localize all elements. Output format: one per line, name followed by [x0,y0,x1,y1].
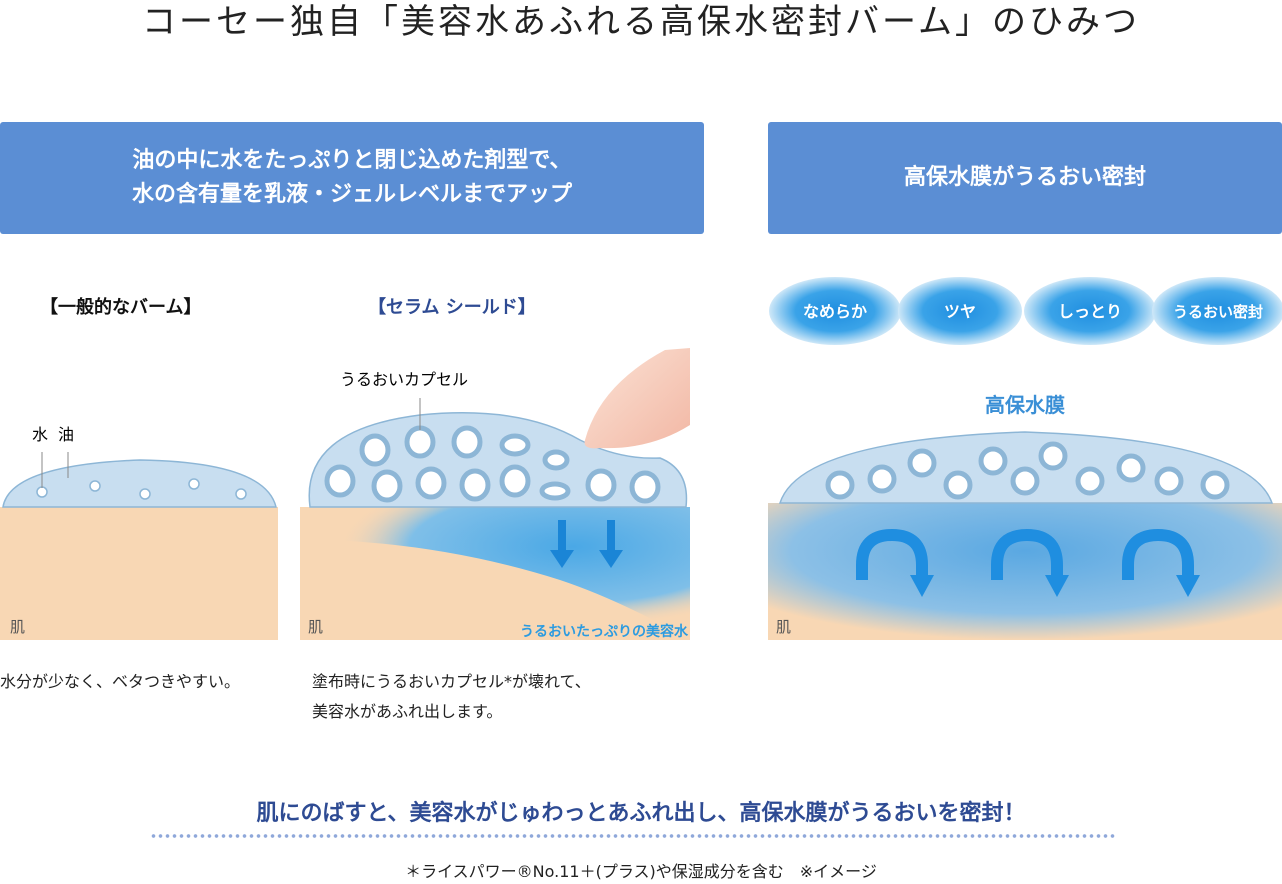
footnote: ＊ライスパワー®No.11＋(プラス)や保湿成分を含む ※イメージ [405,862,877,881]
skin-label: 肌 [776,618,791,636]
skin-layer [0,507,278,640]
skin-layer [768,503,1282,640]
serum-caption-line1: 塗布時にうるおいカプセル*が壊れて、 [312,672,591,691]
oil-label: 油 [58,425,74,444]
finger [584,348,690,449]
benefit-bubbles: なめらか ツヤ しっとり うるおい密封 [769,277,1282,345]
capsule-label: うるおいカプセル [340,370,468,389]
general-balm-diagram: 水 油 肌 [0,425,278,640]
bottom-message: 肌にのばすと、美容水がじゅわっとあふれ出し、高保水膜がうるおいを密封！ [256,801,1026,826]
bubble-gloss: ツヤ [944,302,976,321]
bubble-moist: しっとり [1058,302,1122,321]
serum-text: うるおいたっぷりの美容水 [520,623,689,640]
membrane-label: 高保水膜 [985,393,1065,417]
general-balm-label: 【一般的なバーム】 [40,297,202,318]
balm-layer [2,459,277,508]
left-header-line2: 水の含有量を乳液・ジェルレベルまでアップ [131,182,572,207]
skin-label: 肌 [308,618,323,636]
bubble-seal: うるおい密封 [1173,303,1263,321]
left-header-box: 油の中に水をたっぷりと閉じ込めた剤型で、水の含有量を乳液・ジェルレベルまでアップ [0,122,704,234]
right-header-box: 高保水膜がうるおい密封 [768,122,1282,234]
serum-shield-diagram: うるおいカプセル 肌 うるおいたっぷりの美容水 [300,348,690,640]
page-title: コーセー独自「美容水あふれる高保水密封バーム」のひみつ [142,2,1140,42]
skin-label: 肌 [10,618,25,636]
water-label: 水 [32,425,48,444]
down-arrows [550,520,623,568]
general-balm-caption: 水分が少なく、ベタつきやすい。 [0,672,241,691]
dotted-divider [150,834,1115,838]
circulation-arrows [856,528,1194,580]
serum-caption-line2: 美容水があふれ出します。 [312,702,503,721]
serum-spread [300,507,690,640]
serum-shield-label: 【セラム シールド】 [368,297,536,318]
left-header-line1: 油の中に水をたっぷりと閉じ込めた剤型で、 [132,148,572,173]
membrane-diagram: なめらか ツヤ しっとり うるおい密封 高保水膜 肌 [768,277,1282,640]
bubble-smooth: なめらか [803,302,867,321]
